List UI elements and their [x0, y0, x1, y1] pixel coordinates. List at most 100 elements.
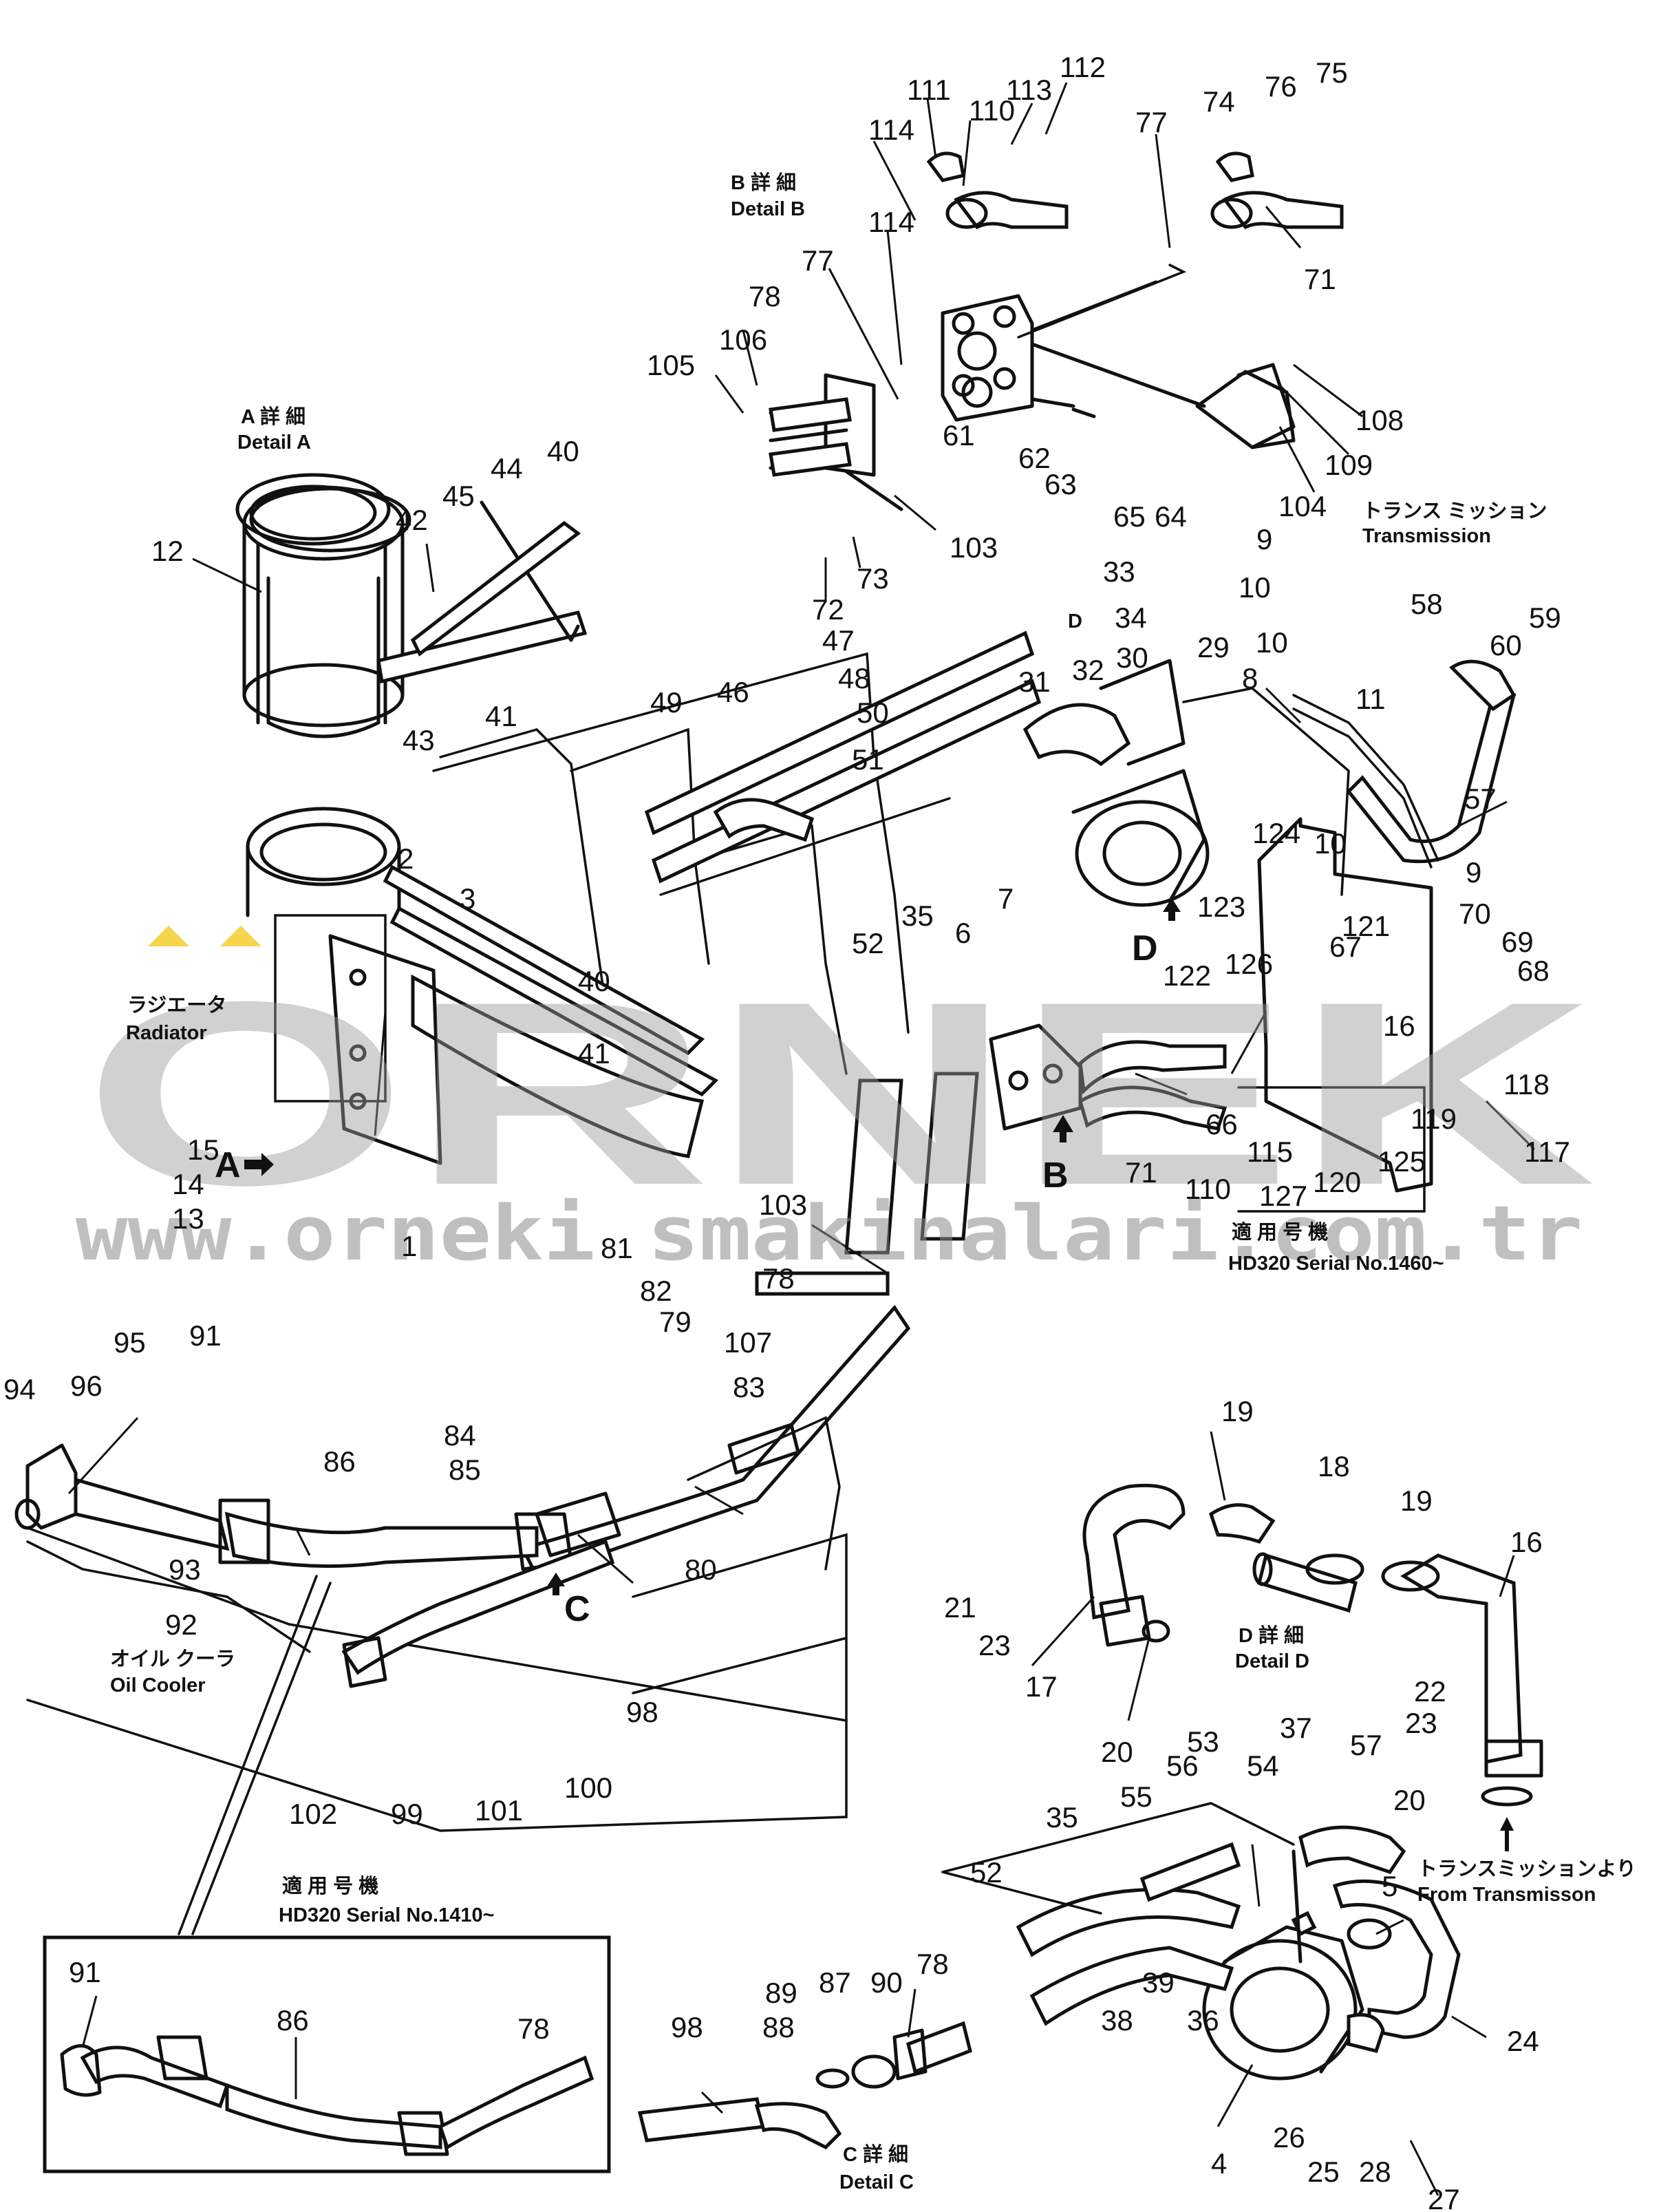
part-number-29: 29: [1197, 631, 1230, 663]
part-number-67: 67: [1329, 930, 1362, 963]
part-number-20: 20: [1393, 1784, 1426, 1816]
part-number-41: 41: [578, 1037, 610, 1070]
view-d-label: D: [1132, 928, 1158, 968]
part-number-104: 104: [1278, 490, 1327, 522]
part-number-17: 17: [1025, 1670, 1058, 1703]
part-number-15: 15: [187, 1134, 219, 1166]
part-number-110: 110: [969, 94, 1015, 127]
part-number-63: 63: [1044, 468, 1077, 500]
part-number-30: 30: [1116, 641, 1148, 674]
part-number-52: 52: [970, 1856, 1003, 1889]
part-number-66: 66: [1205, 1108, 1238, 1140]
view-arrows: [244, 898, 1514, 1851]
part-number-58: 58: [1411, 588, 1443, 620]
part-number-92: 92: [165, 1608, 197, 1641]
part-number-45: 45: [442, 480, 475, 512]
part-number-78: 78: [762, 1262, 795, 1295]
part-number-26: 26: [1273, 2121, 1305, 2153]
part-number-101: 101: [475, 1794, 523, 1827]
detail-c-jp: C 詳 細: [843, 2142, 908, 2166]
part-number-8: 8: [1242, 662, 1258, 694]
part-number-84: 84: [444, 1419, 476, 1451]
part-number-22: 22: [1414, 1675, 1446, 1708]
part-number-32: 32: [1072, 654, 1104, 686]
part-number-90: 90: [870, 1966, 903, 1999]
part-number-36: 36: [1187, 2004, 1219, 2036]
part-number-10: 10: [1239, 571, 1271, 604]
part-number-37: 37: [1280, 1712, 1312, 1744]
part-number-56: 56: [1166, 1750, 1199, 1782]
part-number-16: 16: [1383, 1010, 1415, 1042]
part-number-121: 121: [1342, 910, 1390, 942]
part-number-113: 113: [1006, 74, 1052, 106]
detail-d-jp: D 詳 細: [1239, 1624, 1304, 1647]
part-number-53: 53: [1187, 1725, 1219, 1758]
part-number-118: 118: [1503, 1068, 1550, 1100]
serial-1460-jp: 適 用 号 機: [1232, 1220, 1328, 1244]
part-number-51: 51: [852, 743, 884, 776]
oil-cooler-en: Oil Cooler: [110, 1674, 206, 1697]
part-number-98: 98: [626, 1696, 658, 1728]
part-number-81: 81: [601, 1232, 633, 1264]
watermark: ORNEK www.orneki smakinalari.com.tr: [76, 926, 1596, 1277]
part-number-70: 70: [1459, 897, 1491, 930]
detail-b-en: Detail B: [731, 198, 805, 220]
arrow-up-icon-transmission: [1500, 1817, 1514, 1851]
part-number-9: 9: [1256, 523, 1272, 555]
arrow-up-icon-c: [547, 1573, 565, 1595]
part-number-10: 10: [1314, 827, 1347, 860]
part-number-91: 91: [69, 1956, 101, 1988]
detail-b-jp: B 詳 細: [731, 171, 796, 194]
part-number-77: 77: [1135, 106, 1168, 138]
part-number-102: 102: [289, 1798, 337, 1830]
part-number-123: 123: [1197, 891, 1245, 923]
part-number-122: 122: [1163, 959, 1211, 992]
part-number-103: 103: [759, 1189, 807, 1221]
part-number-39: 39: [1142, 1966, 1175, 1999]
part-number-127: 127: [1259, 1180, 1307, 1212]
part-number-27: 27: [1428, 2183, 1460, 2212]
part-number-41: 41: [485, 700, 517, 732]
part-number-87: 87: [819, 1966, 851, 1999]
part-number-20: 20: [1101, 1736, 1133, 1768]
part-number-5: 5: [1382, 1870, 1397, 1902]
part-number-120: 120: [1313, 1166, 1361, 1198]
part-number-86: 86: [277, 2004, 309, 2036]
part-number-109: 109: [1325, 449, 1373, 481]
part-number-96: 96: [70, 1370, 103, 1402]
radiator-jp: ラジエータ: [127, 994, 226, 1017]
detail-c-en: Detail C: [839, 2171, 914, 2193]
part-number-21: 21: [944, 1591, 976, 1624]
part-number-40: 40: [578, 965, 610, 997]
part-number-50: 50: [857, 696, 889, 729]
part-number-10: 10: [1256, 626, 1288, 659]
part-number-107: 107: [724, 1326, 772, 1359]
transmission-en: Transmission: [1362, 525, 1491, 547]
part-number-88: 88: [762, 2011, 795, 2043]
part-number-71: 71: [1304, 263, 1336, 295]
part-number-99: 99: [391, 1798, 423, 1830]
part-number-35: 35: [901, 900, 934, 932]
part-number-35: 35: [1046, 1801, 1078, 1833]
transmission-jp: トランス ミッション: [1362, 500, 1547, 522]
from-transmission-en: From Transmisson: [1417, 1884, 1596, 1906]
part-number-18: 18: [1318, 1450, 1350, 1482]
part-number-42: 42: [396, 504, 428, 536]
part-number-112: 112: [1060, 51, 1106, 83]
part-number-98: 98: [671, 2011, 703, 2043]
part-number-110: 110: [1185, 1173, 1231, 1205]
part-number-76: 76: [1265, 70, 1297, 103]
part-number-94: 94: [3, 1373, 36, 1405]
part-number-69: 69: [1501, 926, 1534, 958]
part-number-19: 19: [1221, 1395, 1254, 1427]
part-number-4: 4: [1211, 2147, 1227, 2180]
serial-1410-en: HD320 Serial No.1410~: [279, 1904, 495, 1926]
part-number-108: 108: [1355, 404, 1404, 436]
part-number-106: 106: [719, 323, 767, 356]
part-number-49: 49: [650, 686, 683, 719]
part-number-86: 86: [323, 1445, 356, 1478]
part-number-47: 47: [822, 624, 855, 657]
serial-1410-jp: 適 用 号 機: [282, 1874, 378, 1897]
